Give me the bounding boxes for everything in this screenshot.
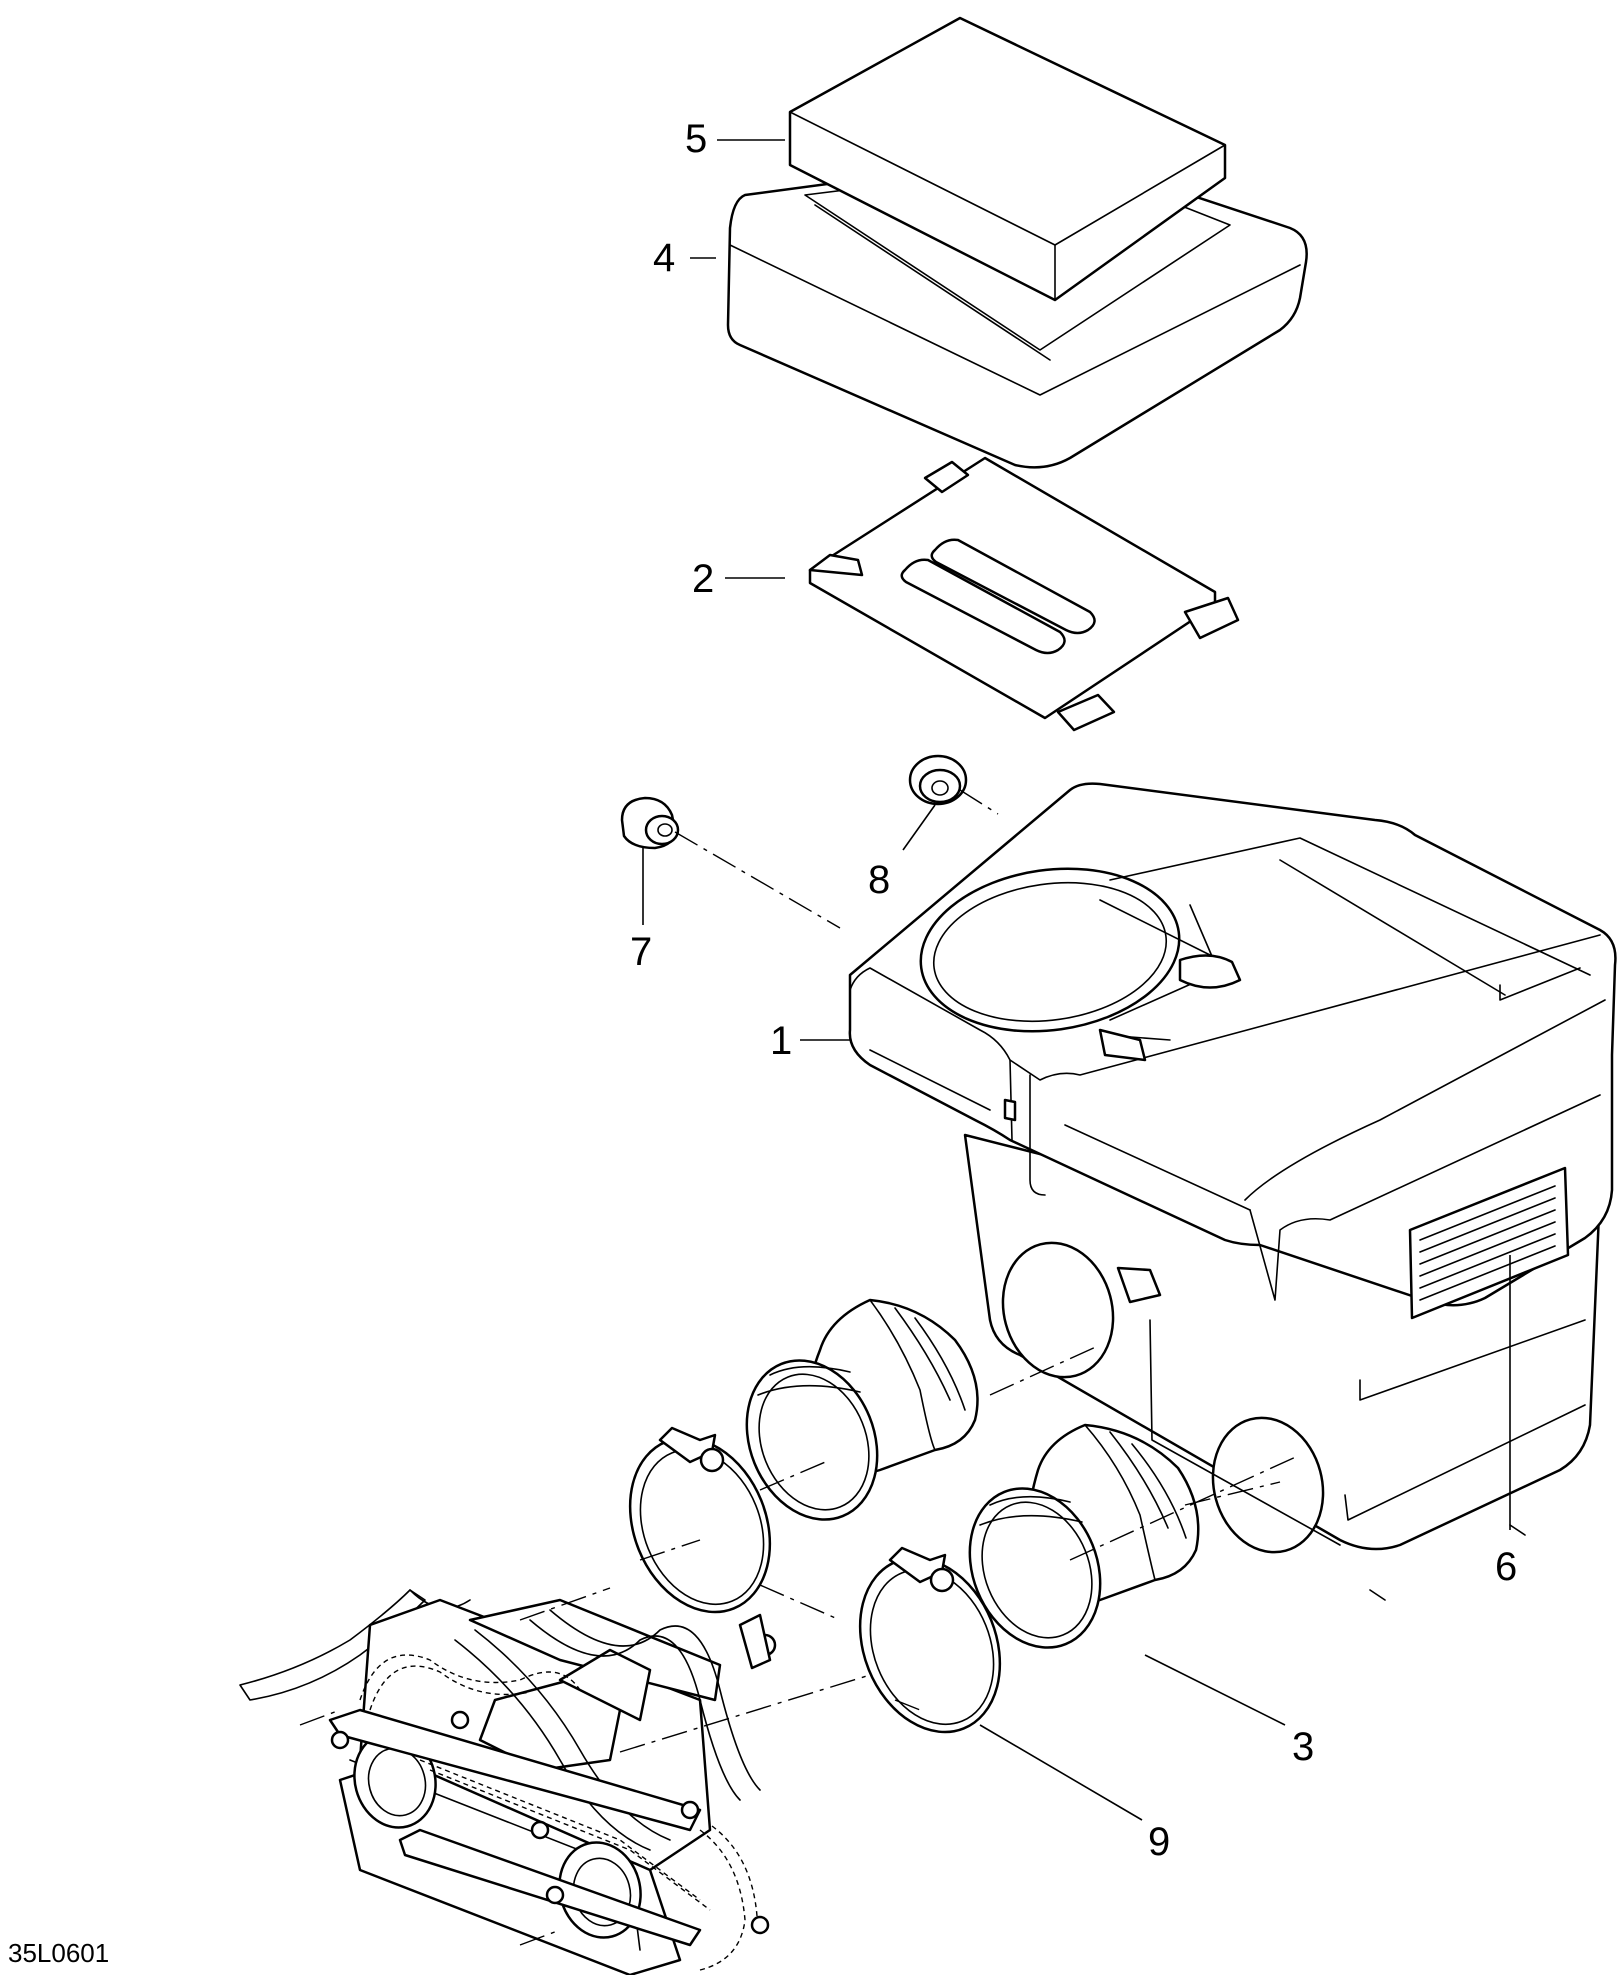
callout-4: 4 [653, 236, 675, 280]
alignment-lines [299, 789, 1301, 1946]
callout-7: 7 [630, 930, 652, 974]
part-3-adaptor-upper [745, 1298, 979, 1521]
part-5-filter-pad [788, 16, 1227, 302]
callout-labels: 5 4 2 7 8 1 6 3 9 35L0601 [8, 117, 1517, 1968]
callout-8: 8 [868, 858, 890, 902]
part-9-clamp-lower [858, 1546, 1002, 1734]
carburetor-assembly [239, 1589, 777, 1975]
part-2-plate [808, 456, 1240, 732]
part-7-grommet [620, 796, 680, 850]
callout-9: 9 [1148, 1820, 1170, 1864]
part-4-filter-frame [726, 153, 1308, 469]
part-1-air-box [848, 782, 1617, 1601]
callout-3: 3 [1292, 1725, 1314, 1769]
part-3-adaptor-lower [968, 1423, 1200, 1649]
drawing-code: 35L0601 [8, 1938, 109, 1968]
callout-5: 5 [685, 117, 707, 161]
part-9-clamp-upper [628, 1426, 772, 1614]
callout-2: 2 [692, 557, 714, 601]
callout-6: 6 [1495, 1545, 1517, 1589]
callout-1: 1 [770, 1019, 792, 1063]
leader-lines [642, 139, 1511, 1821]
part-8-grommet [908, 754, 968, 806]
warning-label [1408, 1166, 1570, 1320]
